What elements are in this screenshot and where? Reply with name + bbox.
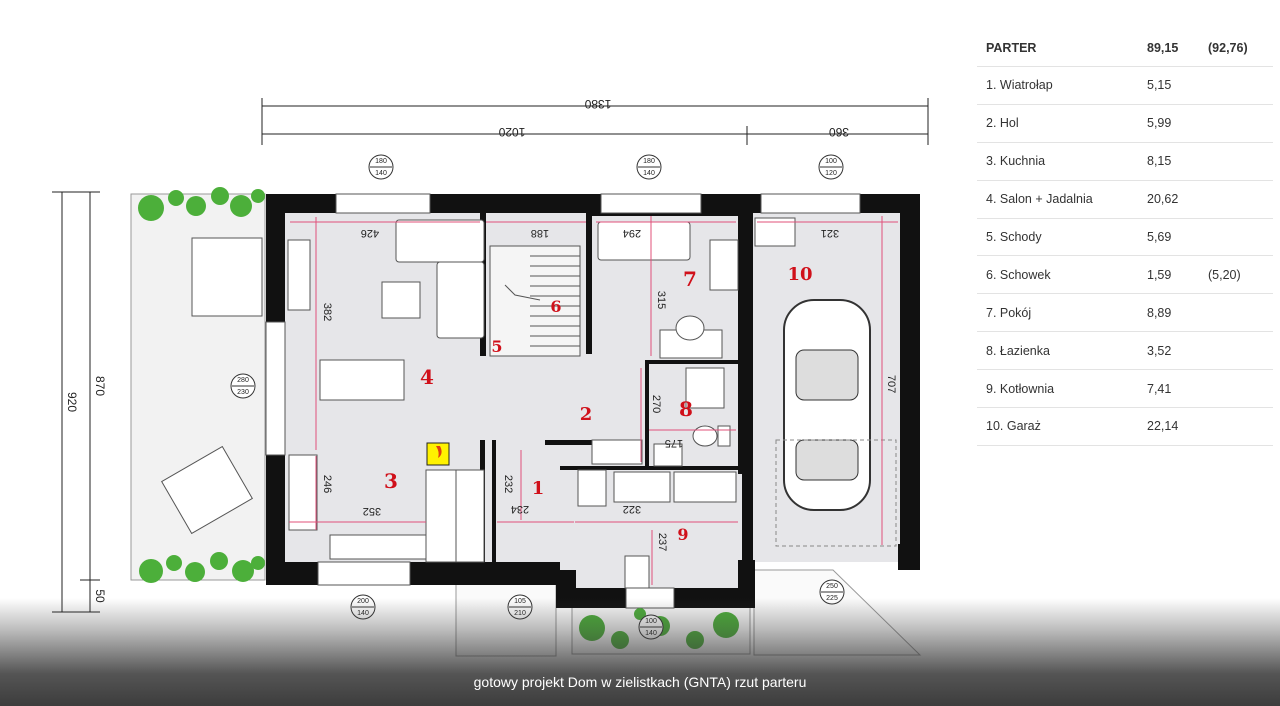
dim-175: 175: [665, 437, 683, 449]
walls: [266, 194, 920, 608]
dimension-lines: [52, 98, 929, 613]
table-header: PARTER 89,15 (92,76): [977, 30, 1273, 67]
dim-382: 382: [321, 303, 333, 321]
room-number-5: 5: [491, 337, 502, 356]
dim-426: 426: [361, 227, 379, 239]
dim-234: 234: [511, 503, 529, 515]
dim-321: 321: [821, 227, 839, 239]
room-number-3: 3: [384, 469, 398, 493]
room-number-4: 4: [420, 365, 434, 389]
dim-322: 322: [623, 503, 641, 515]
svg-text:140: 140: [375, 170, 387, 177]
image-caption: gotowy projekt Dom w zielistkach (GNTA) …: [473, 674, 807, 690]
room-number-6: 6: [550, 297, 561, 316]
svg-text:140: 140: [643, 170, 655, 177]
dim-height-inner: 870: [93, 376, 107, 396]
dim-left: 1020: [498, 125, 525, 139]
dim-352: 352: [363, 505, 381, 517]
dim-right: 360: [829, 125, 849, 139]
svg-text:180: 180: [643, 158, 655, 165]
svg-text:120: 120: [825, 170, 837, 177]
room-number-7: 7: [683, 267, 697, 291]
window-label-1: 180 140: [368, 154, 394, 180]
dim-707: 707: [885, 375, 897, 393]
dim-246: 246: [321, 475, 333, 493]
room-number-10: 10: [787, 264, 812, 285]
room-dimension-lines: [289, 216, 898, 585]
furniture: [161, 217, 796, 589]
dim-total: 1380: [584, 97, 611, 111]
staircase: [489, 245, 581, 357]
header-label: PARTER: [986, 41, 1037, 55]
dim-237: 237: [656, 533, 668, 551]
dim-315: 315: [655, 291, 667, 309]
caption-overlay: [0, 598, 1280, 706]
window-label-4: 280 230: [230, 373, 256, 399]
flame-icon: [436, 446, 442, 458]
dim-height-outer: 920: [65, 392, 79, 412]
dim-294: 294: [623, 227, 641, 239]
svg-text:280: 280: [237, 377, 249, 384]
fireplace-icon: [426, 442, 450, 466]
room-number-9: 9: [677, 525, 688, 544]
window-label-2: 180 140: [636, 154, 662, 180]
svg-text:250: 250: [826, 583, 838, 590]
svg-text:100: 100: [825, 158, 837, 165]
room-number-1: 1: [532, 478, 545, 499]
car-icon: [775, 299, 897, 547]
room-number-2: 2: [580, 404, 593, 425]
window-label-3: 100 120: [818, 154, 844, 180]
header-extra: (92,76): [1208, 41, 1248, 55]
windows: [265, 193, 861, 609]
room-number-8: 8: [679, 397, 693, 421]
svg-text:230: 230: [237, 389, 249, 396]
dim-232: 232: [502, 475, 514, 493]
svg-text:180: 180: [375, 158, 387, 165]
dim-188: 188: [531, 227, 549, 239]
dim-270: 270: [650, 395, 662, 413]
header-value: 89,15: [1147, 41, 1179, 55]
